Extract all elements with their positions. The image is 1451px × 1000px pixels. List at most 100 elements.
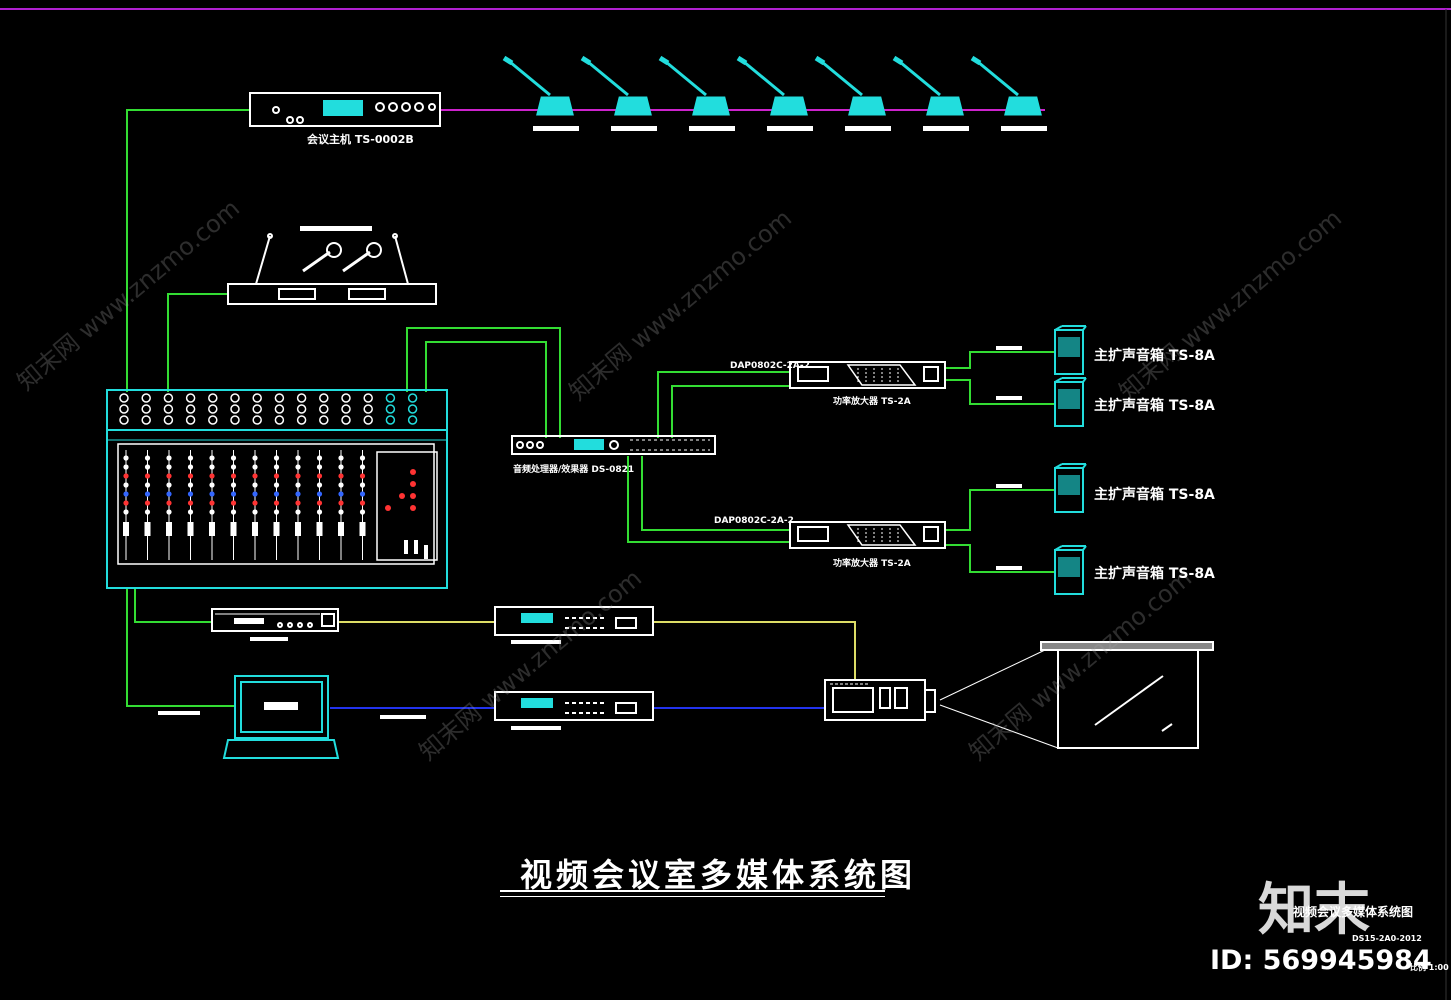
channel-knob	[338, 464, 344, 470]
title-block-name: 视频会议多媒体系统图	[1293, 905, 1414, 919]
channel-knob	[123, 455, 129, 461]
speaker-icon	[1054, 377, 1087, 427]
channel-knob	[273, 464, 280, 470]
gooseneck-microphone-icon	[970, 55, 1042, 116]
amp1-spk2-cable	[945, 379, 1055, 405]
master-knob	[410, 505, 416, 511]
speaker-icon	[1054, 545, 1087, 595]
channel-fader	[273, 522, 280, 536]
channel-knob	[230, 455, 237, 461]
mic-label-bar	[767, 126, 813, 131]
amp2-spk3-cable	[945, 489, 1055, 531]
mixer-knob	[274, 393, 285, 403]
amp2-label: 功率放大器 TS-2A	[833, 559, 911, 569]
channel-knob	[209, 491, 215, 497]
channel-knob	[209, 500, 215, 506]
channel-knob	[252, 500, 258, 506]
mixer-laptop-cable	[126, 588, 235, 707]
mixer-knob	[141, 393, 151, 403]
mixer-knob	[141, 404, 151, 414]
speaker-label-1: 主扩声音箱 TS-8A	[1094, 348, 1215, 364]
master-knob	[399, 493, 405, 499]
laptop-icon	[158, 675, 426, 759]
channel-knob	[316, 509, 323, 515]
channel-knob	[209, 455, 215, 461]
channel-knob	[316, 491, 323, 497]
channel-knob	[295, 500, 301, 506]
channel-knob	[144, 473, 151, 479]
title-underline-2	[500, 896, 885, 897]
mixer-knob	[407, 393, 418, 403]
channel-knob	[144, 464, 151, 470]
mixer-knob	[341, 393, 351, 403]
mixer-knob	[363, 415, 373, 425]
mixer-knob	[230, 393, 240, 403]
speaker-label-3: 主扩声音箱 TS-8A	[1094, 487, 1215, 503]
channel-fader	[144, 522, 151, 536]
channel-knob	[338, 482, 344, 488]
mixer-knob	[163, 393, 174, 403]
mixer-knob	[319, 393, 329, 403]
mixer-knob	[252, 393, 262, 403]
projection-screen-icon	[1040, 641, 1214, 749]
gooseneck-microphone-icon	[658, 55, 730, 116]
mixer-knob	[385, 393, 396, 403]
channel-knob	[209, 509, 215, 515]
channel-knob	[316, 473, 323, 479]
watermark-id: ID: 569945984	[1210, 945, 1432, 976]
proc-amp1-cable-2	[671, 385, 790, 438]
channel-knob	[295, 509, 301, 515]
channel-knob	[295, 482, 301, 488]
mixer-knob	[163, 404, 174, 414]
channel-fader	[316, 522, 323, 536]
channel-knob	[187, 482, 194, 488]
channel-fader	[123, 522, 129, 536]
mixer-knob	[296, 415, 307, 425]
channel-knob	[359, 464, 366, 470]
channel-knob	[144, 509, 151, 515]
channel-fader	[209, 522, 215, 536]
channel-knob	[273, 509, 280, 515]
label-bars	[996, 346, 1022, 570]
projector-icon	[824, 649, 1059, 749]
channel-knob	[230, 464, 237, 470]
channel-knob	[123, 464, 129, 470]
mixer-knob	[274, 404, 285, 414]
amp1-signal-label: DAP0802C-2A-2	[730, 361, 810, 371]
channel-knob	[316, 464, 323, 470]
speaker-label-2: 主扩声音箱 TS-8A	[1094, 398, 1215, 414]
mixer-knob	[185, 415, 196, 425]
channel-knob	[338, 455, 344, 461]
mixer-knob	[230, 415, 240, 425]
video-switcher-1	[494, 606, 654, 644]
mixer-knob	[407, 415, 418, 425]
master-knob	[385, 505, 391, 511]
channel-knob	[316, 455, 323, 461]
channel-knob	[252, 509, 258, 515]
channel-knob	[166, 464, 172, 470]
channel-knob	[144, 500, 151, 506]
channel-knob	[123, 473, 129, 479]
audio-mixer	[106, 389, 448, 589]
speaker-icon	[1054, 463, 1087, 513]
mixer-knob	[119, 393, 129, 403]
channel-knob	[230, 473, 237, 479]
channel-knob	[273, 455, 280, 461]
channel-knob	[359, 491, 366, 497]
channel-fader	[252, 522, 258, 536]
processor-label: 音频处理器/效果器 DS-0821	[513, 465, 635, 475]
channel-knob	[144, 491, 151, 497]
channel-fader	[187, 522, 194, 536]
mixer-knob	[185, 393, 196, 403]
channel-knob	[273, 491, 280, 497]
channel-knob	[187, 473, 194, 479]
mixer-knob	[141, 415, 151, 425]
amp2-signal-label: DAP0802C-2A-2	[714, 516, 794, 526]
master-knob	[410, 481, 416, 487]
gooseneck-microphone-icon	[580, 55, 652, 116]
channel-knob	[209, 482, 215, 488]
title-underline	[500, 890, 885, 892]
speaker-icon	[1054, 325, 1087, 375]
amp1-label: 功率放大器 TS-2A	[833, 397, 911, 407]
mixer-knob	[296, 404, 307, 414]
